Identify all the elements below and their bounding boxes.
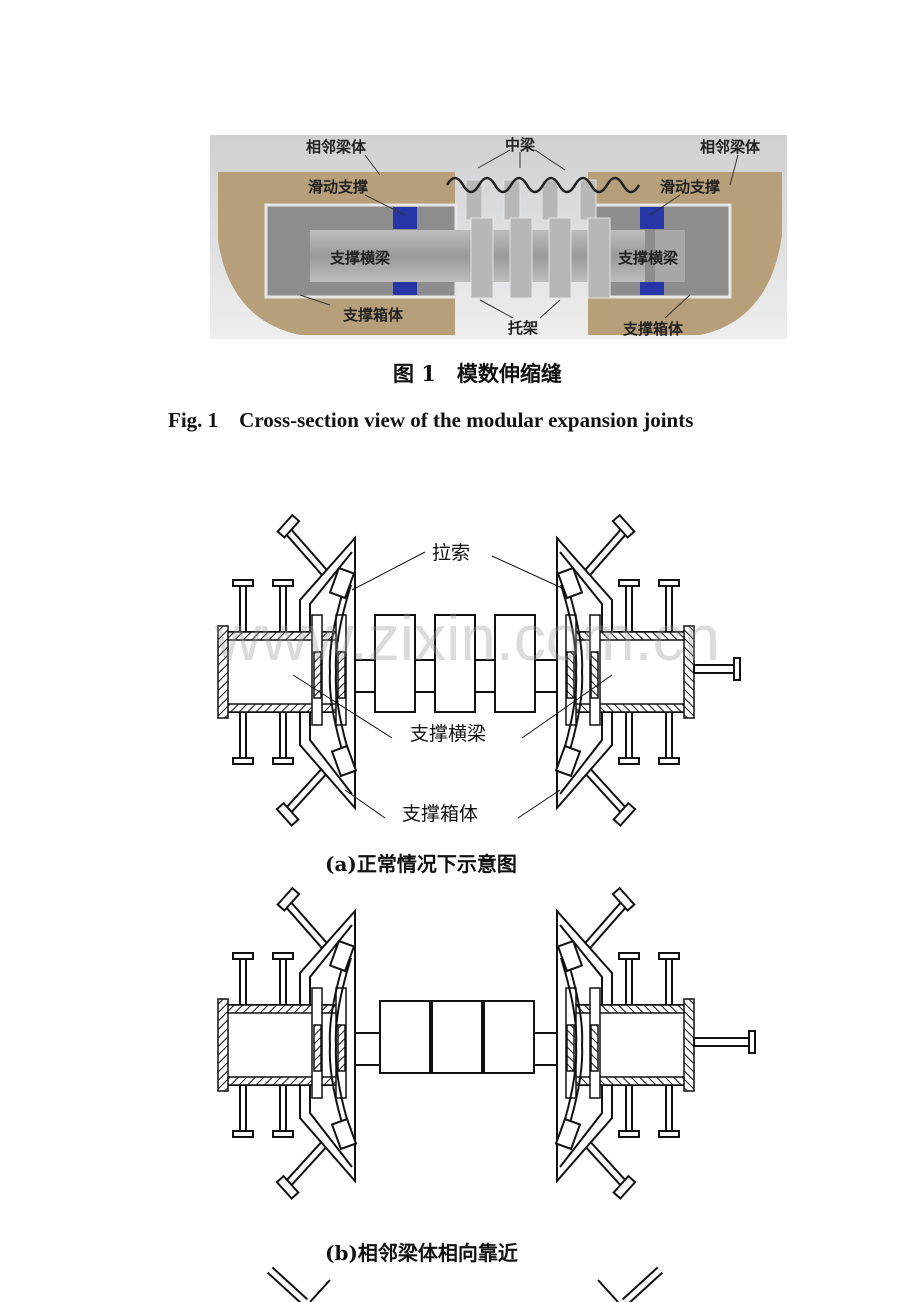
label-adjacent-girder-right: 相邻梁体	[700, 138, 761, 156]
watermark: www.zixin.com.cn	[214, 602, 720, 674]
label-support-beam: 支撑横梁	[410, 723, 486, 745]
label-sliding-support-left: 滑动支撑	[308, 178, 368, 196]
figure2c-partial-drawing	[266, 1266, 664, 1302]
label-middle-beam: 中梁	[505, 136, 536, 154]
figure1-caption-cn: 图 1 模数伸缩缝	[393, 361, 562, 386]
label-support-box: 支撑箱体	[402, 803, 478, 825]
label-adjacent-girder-left: 相邻梁体	[306, 138, 367, 156]
label-support-beam-right: 支撑横梁	[617, 249, 679, 267]
label-sliding-support-right: 滑动支撑	[660, 178, 720, 196]
figure2a-caption: (a)正常情况下示意图	[325, 852, 517, 876]
figure1-caption-en: Fig. 1 Cross-section view of the modular…	[168, 408, 694, 432]
figure2b-drawing	[218, 888, 756, 1198]
label-cable: 拉索	[432, 542, 470, 564]
label-support-box-right: 支撑箱体	[622, 320, 684, 338]
figure1-illustration: 相邻梁体 相邻梁体 中梁 滑动支撑 滑动支撑 支撑横梁 支撑横梁 支撑箱体 支撑…	[210, 135, 787, 339]
label-support-beam-left: 支撑横梁	[329, 249, 391, 267]
label-bracket: 托架	[508, 319, 538, 337]
figure2b-caption: (b)相邻梁体相向靠近	[325, 1241, 518, 1265]
label-support-box-left: 支撑箱体	[342, 306, 404, 324]
figure2a-drawing: 拉索 支撑横梁 支撑箱体 www.zixin.com.cn	[214, 515, 741, 825]
